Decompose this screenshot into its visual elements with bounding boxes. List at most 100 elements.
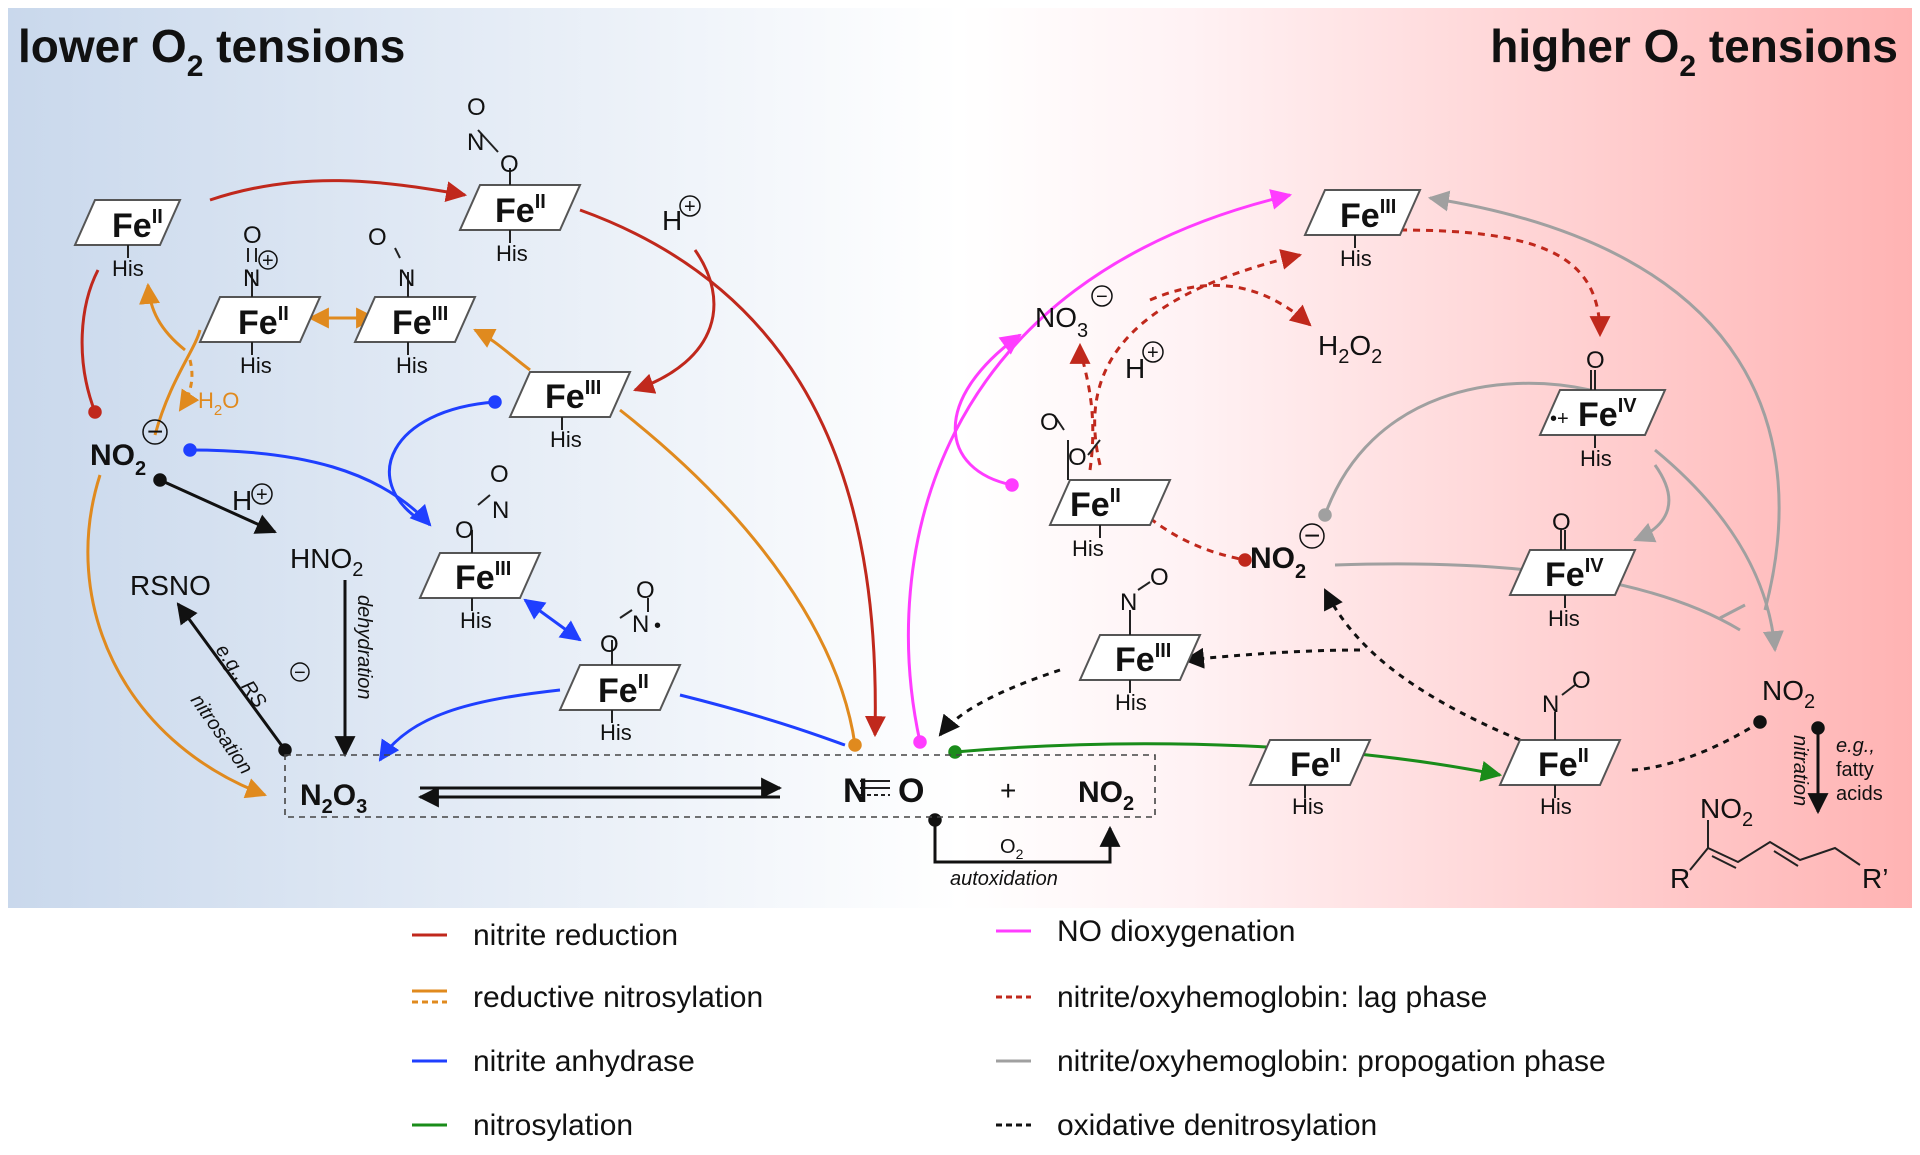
svg-text:nitrite/oxyhemoglobin: lag pha: nitrite/oxyhemoglobin: lag phase — [1057, 981, 1487, 1014]
arrow-autoxidation — [928, 813, 1121, 864]
fe-ii-green: FeII — [1290, 745, 1341, 784]
n-iii-nitrosyl-right: N — [1120, 589, 1137, 616]
o-nitrosyl: O — [243, 222, 262, 249]
o-iii-nitrosyl: O — [368, 224, 387, 251]
his-ii-green: His — [1292, 794, 1324, 819]
o-top-center-2: O — [500, 151, 519, 178]
arrow-nitrite-reduction-4 — [633, 249, 716, 394]
eg-fatty-3: acids — [1836, 783, 1883, 805]
nitrite-anion-left: NO2 — [90, 439, 146, 480]
n-iii-nitrosyl: N — [398, 265, 415, 292]
no2-gas-right: NO2 — [1762, 675, 1815, 713]
arrow-nitrite-reduction-3 — [579, 208, 886, 738]
arrow-nitrosylation — [948, 742, 1503, 782]
his-ii-nitrosyl-right: His — [1540, 794, 1572, 819]
eg-fatty-2: fatty — [1836, 759, 1874, 781]
legend: nitrite reduction reductive nitrosylatio… — [412, 915, 1606, 1142]
svg-text:oxidative denitrosylation: oxidative denitrosylation — [1057, 1109, 1377, 1142]
arrow-propagation-4 — [1654, 448, 1784, 653]
legend-item-no-dioxygenation: NO dioxygenation — [996, 915, 1295, 948]
h-plus-top: H — [662, 205, 682, 236]
heme-plates — [73, 184, 1667, 786]
no3-label: NO3 — [1035, 302, 1088, 342]
radical-cation-ferryl: •+ — [1550, 408, 1569, 430]
h2o2-label: H2O2 — [1318, 330, 1382, 368]
bond-lines — [127, 129, 1861, 871]
arrow-propagation-2 — [1318, 381, 1591, 522]
no-o-label: O — [898, 772, 924, 810]
arrow-nitrite-anhydrase-3 — [523, 598, 582, 642]
r-label: R — [1670, 863, 1690, 894]
fe-ii-oxy: FeII — [1070, 485, 1121, 524]
his-iii-topright: His — [1340, 246, 1372, 271]
arrow-reductive-nitrosylation-3 — [178, 359, 200, 412]
o-oxy-2: O — [1068, 444, 1087, 471]
arrow-nitrosation — [176, 602, 292, 757]
o-ii-nitrosyl-right: O — [1572, 667, 1591, 694]
pathway-arrows — [80, 179, 1784, 864]
arrow-nitrite-anhydrase-5 — [378, 688, 561, 762]
arrow-propagation-3 — [1633, 464, 1671, 543]
n-ii-nitrosyl-right: N — [1542, 691, 1559, 718]
o2-ii-nitrite: O — [636, 577, 655, 604]
arrow-reductive-nitrosylation-6 — [619, 408, 862, 752]
h2o-label: H2O — [198, 388, 239, 419]
arrow-reductive-nitrosylation-2 — [139, 282, 186, 352]
o-iii-nitrite: O — [455, 517, 474, 544]
nitrite-anion-right: NO2 — [1250, 542, 1306, 583]
his-top-center: His — [496, 241, 528, 266]
arrow-nitrite-anhydrase-4 — [679, 693, 846, 747]
fe-iii-nitrosyl: FeIII — [392, 303, 448, 342]
fe-ii-topleft: FeII — [112, 206, 163, 245]
h-plus-mid: H — [232, 485, 252, 516]
n-ii-nitrite: N — [632, 611, 649, 638]
arrow-no-dioxygenation-2 — [953, 333, 1022, 492]
fe-iii-nitrite: FeIII — [455, 558, 511, 597]
svg-text:nitrite reduction: nitrite reduction — [473, 919, 678, 952]
fe-ii-nitrosyl-right: FeII — [1538, 745, 1589, 784]
legend-item-propagation-phase: nitrite/oxyhemoglobin: propogation phase — [996, 1045, 1606, 1078]
legend-item-nitrosylation: nitrosylation — [412, 1109, 633, 1142]
no-n-label: N — [843, 772, 868, 810]
legend-item-lag-phase: nitrite/oxyhemoglobin: lag phase — [996, 981, 1487, 1014]
svg-text:−: − — [294, 662, 306, 684]
legend-item-nitrite-anhydrase: nitrite anhydrase — [412, 1045, 695, 1078]
heading-higher-o2: higher O2 tensions — [1490, 20, 1898, 83]
svg-text:+: + — [256, 484, 268, 506]
n-nitrosyl: N — [243, 265, 260, 292]
nitration-label: nitration — [1789, 735, 1811, 806]
o2-autox-label: O2 — [1000, 836, 1024, 862]
radical-dot-nitrite: • — [654, 615, 661, 637]
o-fe-iv-lower: O — [1552, 509, 1571, 536]
fe-iv-lower: FeIV — [1545, 555, 1604, 594]
svg-text:+: + — [1147, 342, 1159, 364]
his-topleft: His — [112, 256, 144, 281]
hno2-label: HNO2 — [290, 543, 363, 581]
his-iii-center: His — [550, 427, 582, 452]
legend-item-nitrite-reduction: nitrite reduction — [412, 919, 678, 952]
o-ferryl: O — [1586, 347, 1605, 374]
fe-ii-nitrite: FeII — [598, 671, 649, 710]
legend-item-reductive-nitrosylation: reductive nitrosylation — [412, 981, 763, 1014]
his-iii-nitrite: His — [460, 608, 492, 633]
arrow-lag-phase-2 — [1069, 342, 1095, 471]
o-top-center-1: O — [467, 94, 486, 121]
arrow-reductive-nitrosylation-5 — [473, 328, 531, 372]
fe-centers: FeII His FeII His O N O FeII His O N + F… — [112, 94, 1637, 819]
fe-iv-ferryl: FeIV — [1578, 395, 1637, 434]
svg-text:NO dioxygenation: NO dioxygenation — [1057, 915, 1295, 948]
plus-sign-label: + — [1000, 775, 1016, 806]
nitro-fatty-no2: NO2 — [1700, 793, 1753, 831]
eg-fatty-1: e.g., — [1836, 735, 1875, 757]
arrow-nitrite-anhydrase-1 — [183, 443, 432, 527]
svg-text:+: + — [684, 196, 696, 218]
o-iii-nitrosyl-right: O — [1150, 564, 1169, 591]
svg-text:+: + — [262, 250, 274, 272]
no2-gas-box: NO2 — [1078, 776, 1134, 815]
svg-text:nitrite/oxyhemoglobin: propoga: nitrite/oxyhemoglobin: propogation phase — [1057, 1045, 1606, 1078]
his-nitrosyl: His — [240, 353, 272, 378]
heading-lower-o2: lower O2 tensions — [18, 20, 405, 83]
svg-text:−: − — [147, 416, 163, 447]
arrow-lag-phase-4 — [1399, 228, 1611, 338]
